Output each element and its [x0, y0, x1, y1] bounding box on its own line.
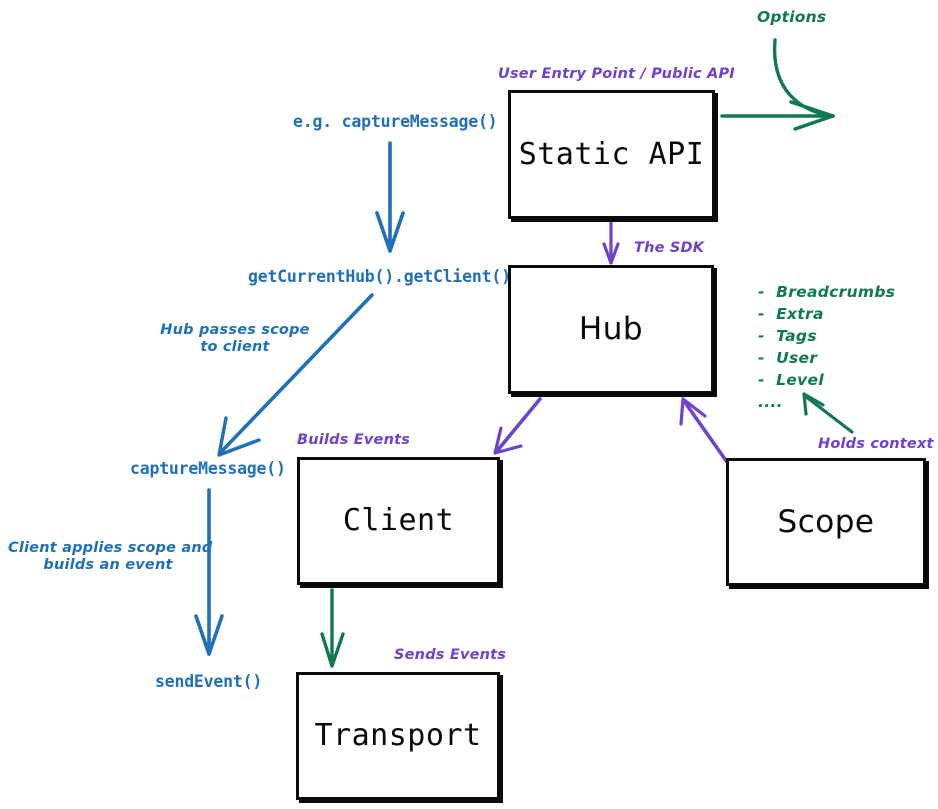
- node-hub[interactable]: Hub: [508, 265, 714, 394]
- annotation-holds-context: Holds context: [818, 436, 934, 452]
- annotation-builds-events: Builds Events: [297, 432, 411, 448]
- annotation-user-entry-point: User Entry Point / Public API: [498, 66, 735, 82]
- annotation-client-applies-scope: Client applies scope and builds an event: [8, 540, 213, 574]
- arrow-capture-message-flow: [375, 141, 405, 253]
- node-scope-label: Scope: [777, 503, 875, 540]
- node-scope[interactable]: Scope: [726, 458, 926, 586]
- arrow-client-to-transport: [320, 588, 345, 668]
- context-list-item-user: - User: [758, 349, 818, 367]
- node-static-api[interactable]: Static API: [508, 90, 715, 219]
- arrow-scope-to-hub: [679, 397, 729, 464]
- context-list-item-level: - Level: [758, 371, 824, 389]
- node-hub-label: Hub: [578, 311, 644, 347]
- annotation-eg-capture-message: e.g. captureMessage(): [293, 112, 498, 131]
- annotation-the-sdk: The SDK: [634, 240, 705, 256]
- node-client[interactable]: Client: [297, 457, 500, 585]
- arrow-hub-passes-scope: [217, 293, 374, 457]
- annotation-get-current-hub: getCurrentHub().getClient(): [248, 267, 511, 286]
- node-client-label: Client: [342, 503, 455, 538]
- arrow-static-api-to-hub: [602, 219, 620, 265]
- annotation-sends-events: Sends Events: [394, 647, 507, 663]
- context-list: - Breadcrumbs - Extra - Tags - User - Le…: [758, 281, 895, 413]
- annotation-send-event: sendEvent(): [155, 672, 263, 691]
- annotation-options: Options: [757, 8, 827, 26]
- annotation-hub-passes-scope: Hub passes scope to client: [160, 322, 310, 356]
- node-transport-label: Transport: [314, 718, 482, 753]
- arrow-options-to-static-api: [720, 38, 835, 131]
- node-transport[interactable]: Transport: [296, 672, 500, 800]
- node-static-api-label: Static API: [518, 136, 705, 172]
- annotation-capture-message: captureMessage(): [130, 459, 286, 478]
- context-list-item-breadcrumbs: - Breadcrumbs: [758, 283, 896, 301]
- context-list-item-tags: - Tags: [758, 327, 817, 345]
- context-list-item-extra: - Extra: [758, 305, 824, 323]
- arrow-hub-to-client: [493, 397, 542, 455]
- context-list-ellipsis: ....: [758, 393, 783, 411]
